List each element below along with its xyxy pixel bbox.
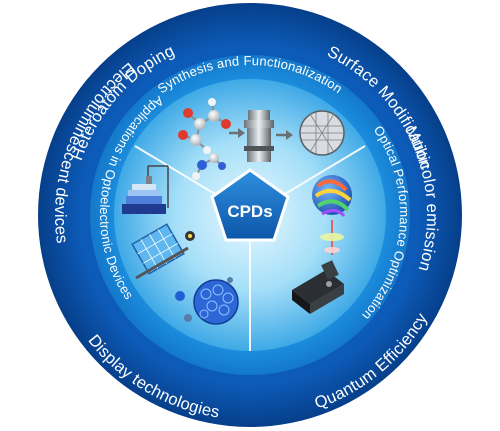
molecule-illustration: [178, 98, 231, 154]
emission-spectrum-illustration: [312, 175, 352, 218]
carbon-dot-lattice-illustration: [299, 110, 345, 156]
arrow-icon: [229, 128, 245, 138]
display-panel-illustration: [131, 223, 195, 280]
quantum-dot-sphere-illustration: [175, 277, 239, 325]
light-beam-illustration: [320, 220, 344, 255]
autoclave-reactor-illustration: [244, 110, 274, 162]
arrow-icon: [276, 130, 293, 140]
led-device-stack-illustration: [122, 165, 169, 214]
center-pentagon: [210, 168, 290, 242]
spectrometer-device-illustration: [292, 260, 344, 314]
center-label: CPDs: [227, 202, 272, 221]
amine-molecule-illustration: [192, 153, 226, 180]
